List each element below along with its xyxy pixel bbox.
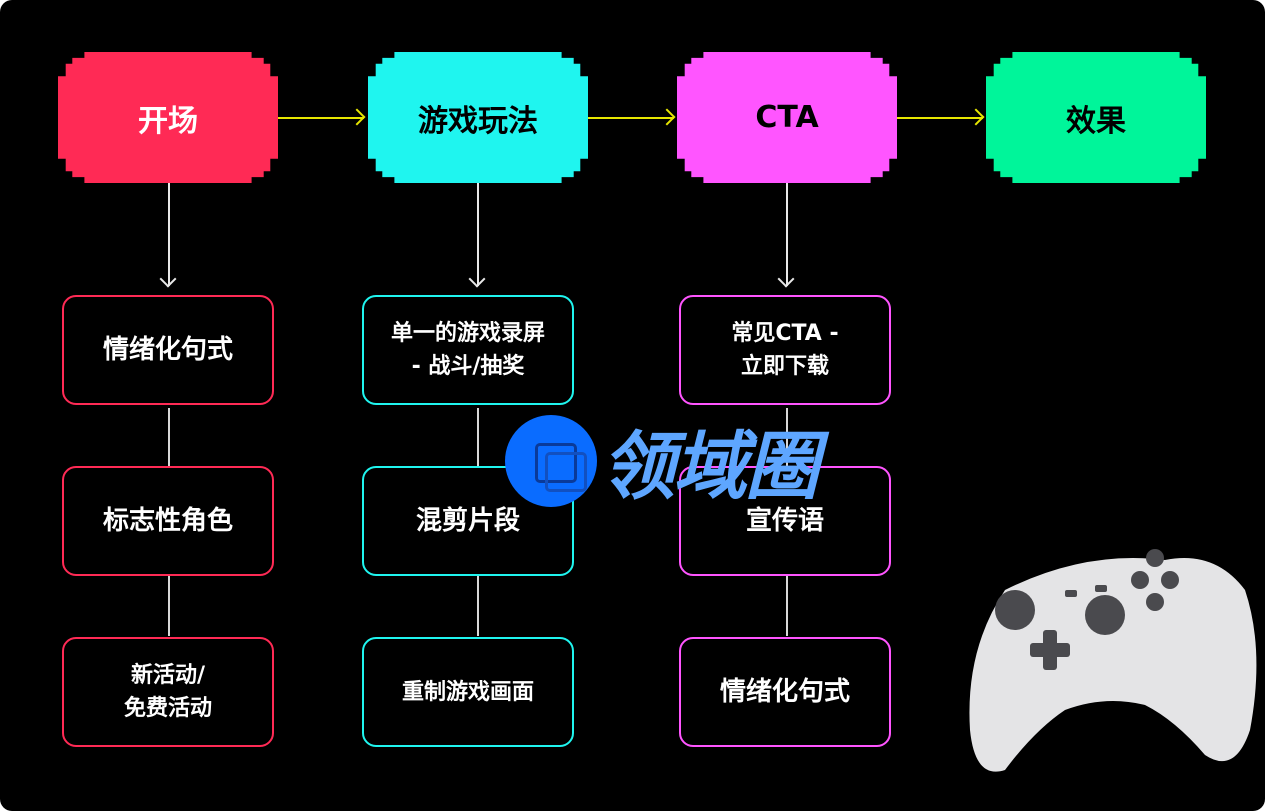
card-new-event: 新活动/ 免费活动 [62, 637, 274, 747]
card-text: 宣传语 [745, 505, 824, 536]
stage-effect: 效果 [986, 52, 1206, 183]
card-emotional-phrase: 情绪化句式 [62, 295, 274, 405]
card-text: 新活动/ 免费活动 [123, 663, 212, 721]
watermark-text: 领域圈 [601, 424, 819, 510]
arrow-right [897, 117, 983, 119]
card-remade-footage: 重制游戏画面 [362, 637, 574, 747]
watermark: 领域圈 [505, 407, 819, 514]
card-text: 常见CTA - 立即下载 [731, 321, 839, 379]
arrow-down [168, 183, 170, 286]
card-gameplay-recording: 单一的游戏录屏 - 战斗/抽奖 [362, 295, 574, 405]
card-text: 情绪化句式 [102, 334, 233, 365]
arrow-right [278, 117, 364, 119]
card-slogan: 宣传语 [679, 466, 891, 576]
arrow-down [786, 183, 788, 286]
stage-opening: 开场 [58, 52, 278, 183]
arrow-down [477, 183, 479, 286]
card-text: 单一的游戏录屏 - 战斗/抽奖 [390, 321, 545, 379]
card-text: 情绪化句式 [719, 676, 850, 707]
gamepad-icon [969, 549, 1257, 772]
card-emotional-phrase-cta: 情绪化句式 [679, 637, 891, 747]
card-common-cta: 常见CTA - 立即下载 [679, 295, 891, 405]
watermark-logo-icon [505, 414, 597, 507]
card-text: 混剪片段 [415, 505, 520, 536]
stage-gameplay: 游戏玩法 [368, 52, 588, 183]
stage-cta: CTA [677, 52, 897, 183]
card-iconic-character: 标志性角色 [62, 466, 274, 576]
arrow-right [588, 117, 674, 119]
card-text: 标志性角色 [102, 505, 233, 536]
card-text: 重制游戏画面 [401, 679, 534, 705]
